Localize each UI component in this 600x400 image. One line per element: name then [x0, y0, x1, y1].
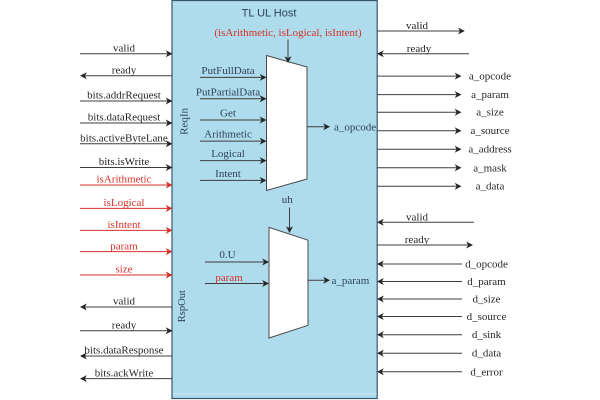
svg-text:d_source: d_source [467, 311, 507, 323]
svg-text:Logical: Logical [211, 148, 245, 160]
svg-text:param: param [110, 240, 138, 252]
svg-text:Get: Get [220, 108, 236, 120]
svg-text:bits.activeByteLane: bits.activeByteLane [80, 132, 168, 144]
svg-text:isIntent: isIntent [108, 219, 141, 231]
svg-text:PutFullData: PutFullData [201, 65, 254, 77]
svg-text:bits.ackWrite: bits.ackWrite [95, 367, 154, 379]
svg-text:ready: ready [112, 319, 137, 331]
svg-text:TL UL Host: TL UL Host [242, 8, 297, 20]
svg-text:a_param: a_param [471, 89, 509, 101]
svg-text:a_param: a_param [332, 275, 370, 287]
svg-text:d_error: d_error [470, 366, 503, 378]
svg-text:d_param: d_param [467, 276, 506, 288]
svg-text:size: size [115, 264, 132, 276]
svg-text:(isArithmetic, isLogical, isIn: (isArithmetic, isLogical, isIntent) [214, 27, 362, 39]
svg-text:bits.addrRequest: bits.addrRequest [87, 90, 161, 102]
svg-text:a_mask: a_mask [473, 162, 507, 174]
svg-text:isLogical: isLogical [104, 197, 145, 209]
svg-text:RspOut: RspOut [177, 290, 188, 322]
svg-text:ready: ready [112, 64, 137, 76]
svg-text:valid: valid [406, 20, 428, 32]
svg-text:a_address: a_address [468, 144, 511, 156]
svg-text:d_sink: d_sink [472, 329, 502, 341]
svg-text:Intent: Intent [215, 168, 241, 180]
svg-text:bits.dataResponse: bits.dataResponse [84, 345, 163, 357]
svg-text:a_opcode: a_opcode [469, 71, 511, 83]
svg-text:uh: uh [282, 194, 294, 206]
svg-text:valid: valid [113, 43, 135, 55]
svg-text:a_opcode: a_opcode [334, 121, 376, 133]
svg-text:PutPartialData: PutPartialData [196, 86, 260, 98]
svg-text:param: param [215, 272, 243, 284]
svg-text:a_source: a_source [470, 125, 509, 137]
svg-text:Arithmetic: Arithmetic [204, 129, 252, 141]
svg-text:valid: valid [406, 211, 428, 223]
svg-text:valid: valid [113, 296, 135, 308]
svg-text:d_opcode: d_opcode [465, 259, 508, 271]
svg-text:bits.dataRequest: bits.dataRequest [88, 112, 160, 124]
svg-text:0.U: 0.U [219, 249, 235, 261]
svg-text:d_size: d_size [472, 294, 500, 306]
svg-text:ready: ready [405, 234, 430, 246]
svg-text:a_size: a_size [476, 107, 504, 119]
svg-text:ready: ready [407, 43, 432, 55]
svg-text:d_data: d_data [472, 348, 501, 360]
svg-text:isArithmetic: isArithmetic [97, 174, 152, 186]
svg-text:bits.isWrite: bits.isWrite [99, 156, 150, 168]
svg-text:ReqIn: ReqIn [179, 107, 191, 134]
svg-text:a_data: a_data [476, 181, 505, 193]
